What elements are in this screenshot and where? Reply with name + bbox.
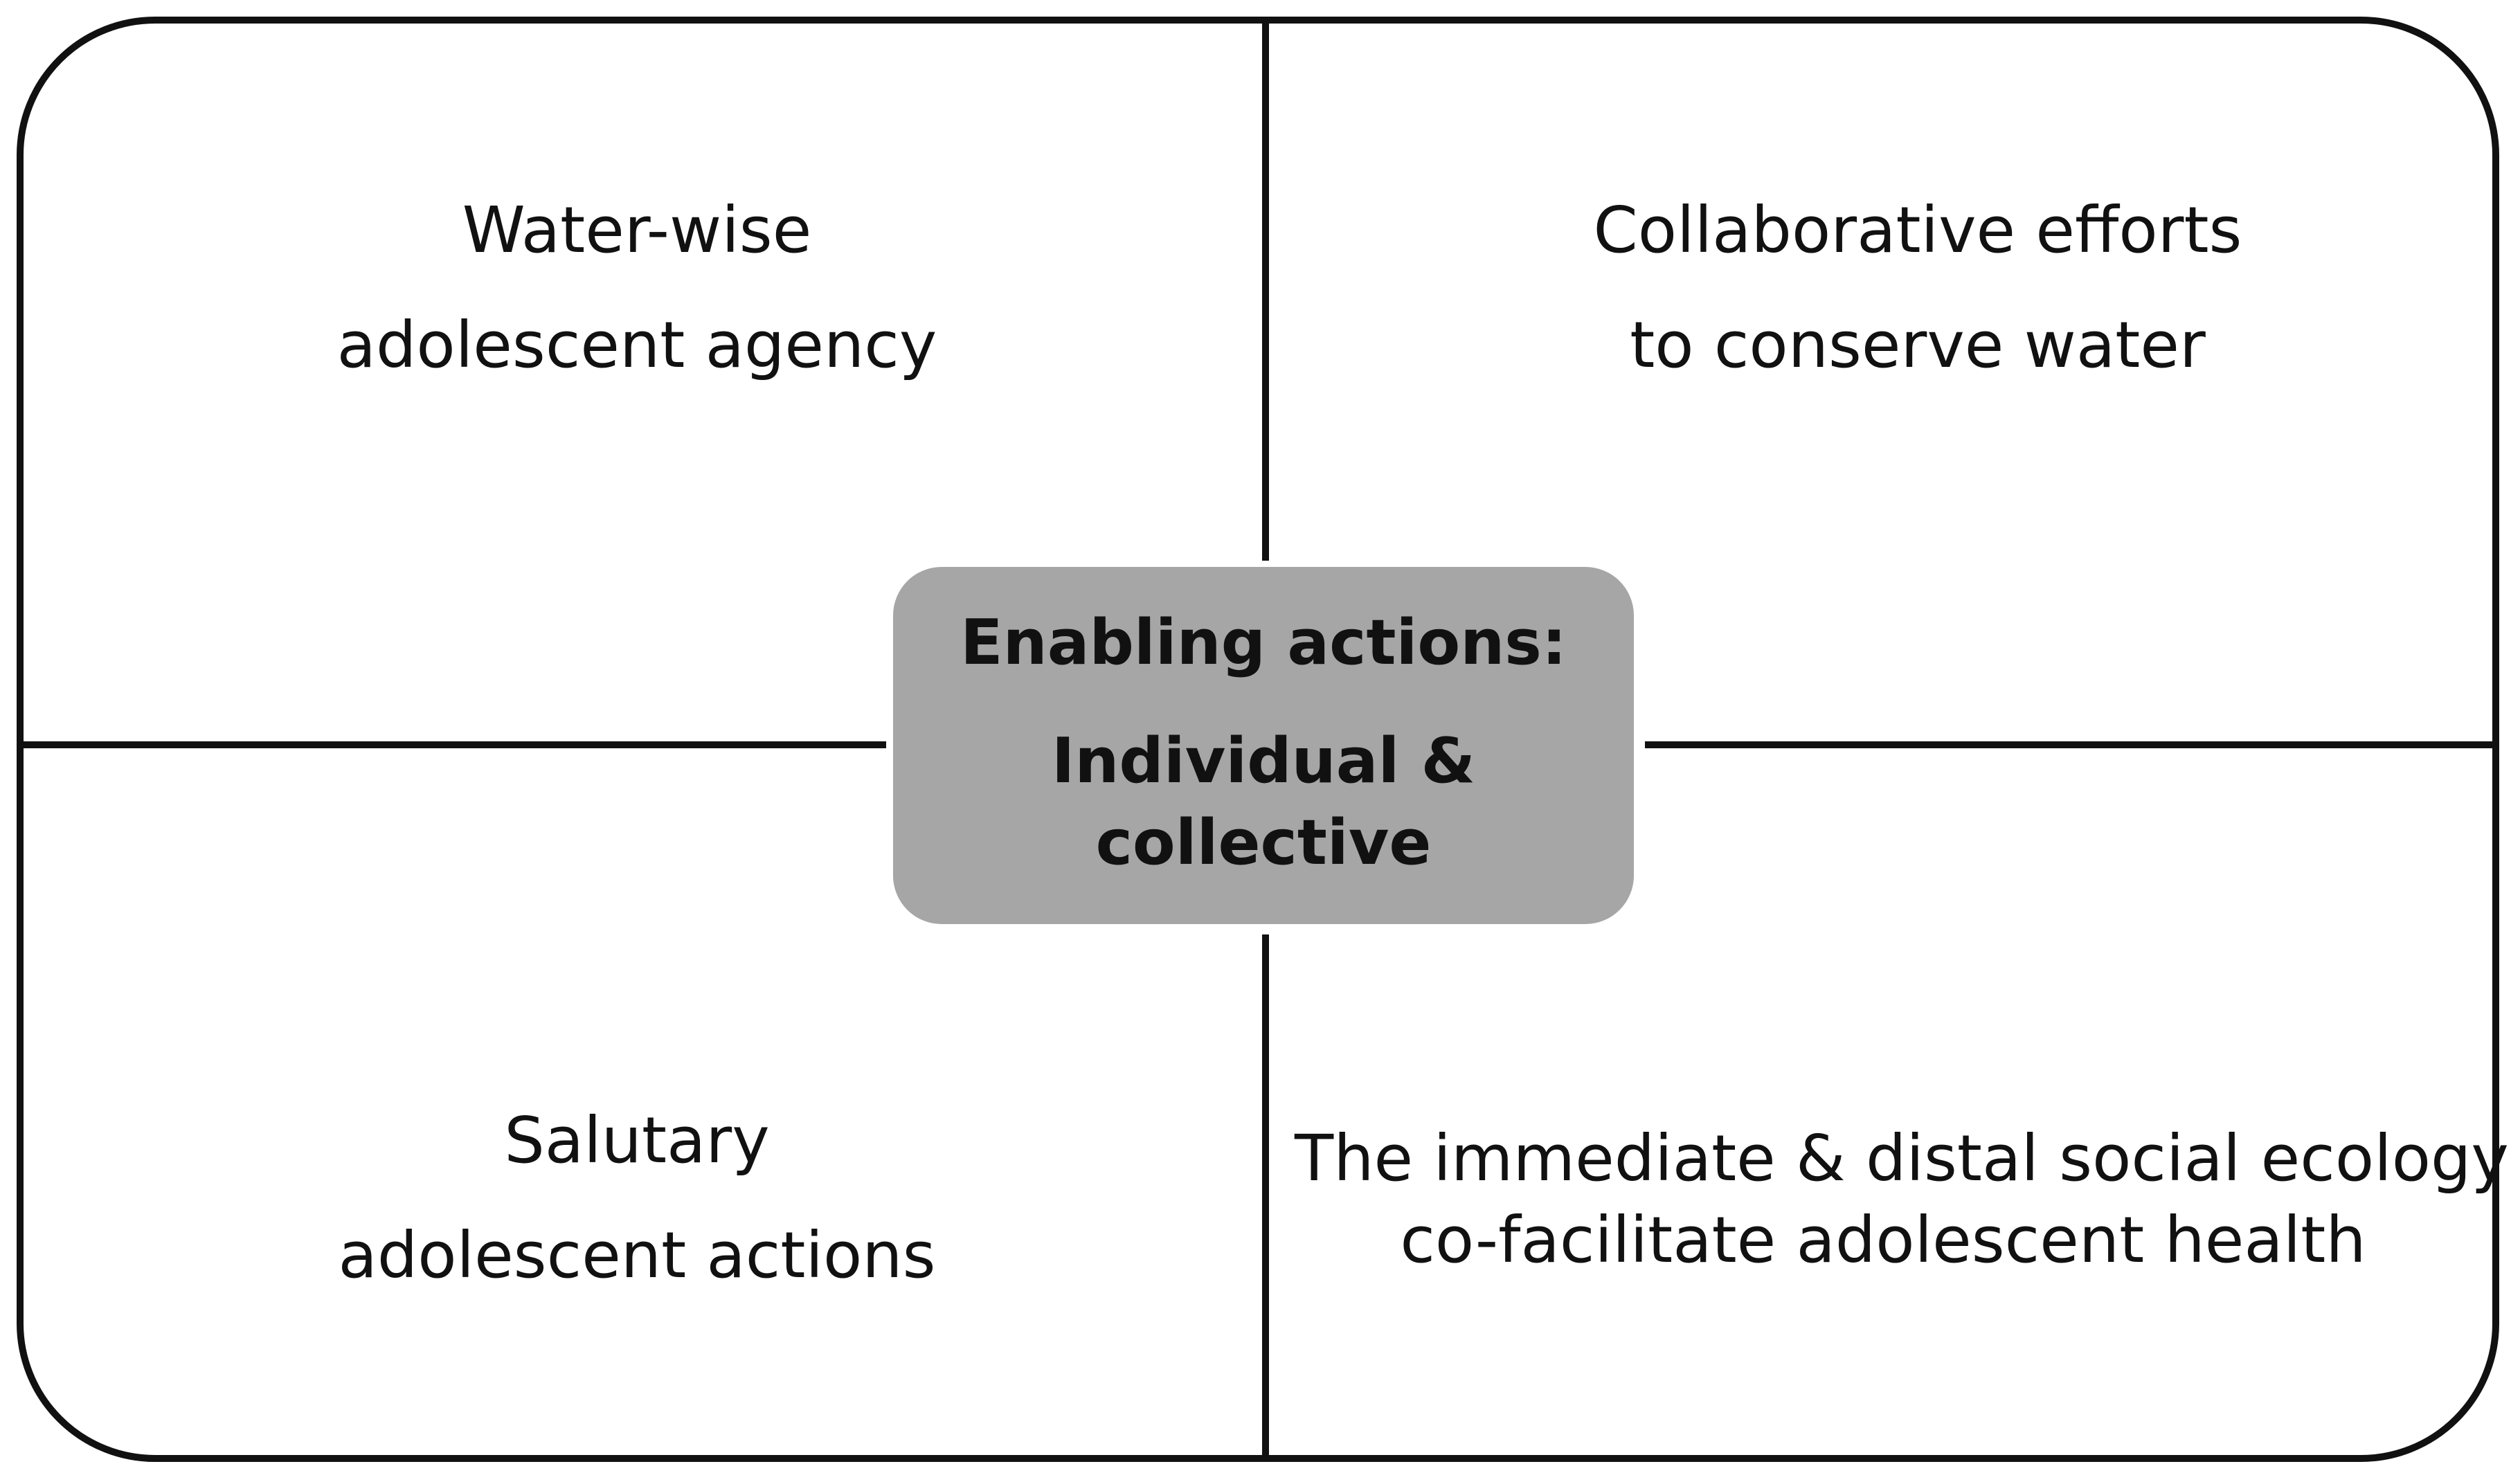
divider-vertical-top: [1262, 21, 1269, 561]
quadrant-bottom-left: Salutary adolescent actions: [291, 1083, 983, 1313]
center-body: Individual & collective: [893, 721, 1634, 884]
quadrant-bottom-right-line-1: The immediate & distal social ecology: [1295, 1121, 2509, 1195]
quadrant-top-left-line-2: adolescent agency: [336, 308, 937, 382]
divider-horizontal-left: [17, 741, 886, 748]
quadrant-bottom-left-line-1: Salutary: [504, 1103, 770, 1177]
divider-horizontal-right: [1645, 741, 2499, 748]
quadrant-bottom-right: The immediate & distal social ecology co…: [1295, 1118, 2509, 1281]
center-heading: Enabling actions:: [960, 606, 1567, 679]
quadrant-top-right-line-1: Collaborative efforts: [1593, 193, 2242, 267]
center-box: Enabling actions: Individual & collectiv…: [893, 567, 1634, 924]
center-line-1: Individual &: [1051, 725, 1476, 797]
quadrant-top-right-line-2: to conserve water: [1630, 308, 2206, 382]
quadrant-top-left: Water-wise adolescent agency: [291, 173, 983, 403]
quadrant-bottom-left-line-2: adolescent actions: [338, 1218, 936, 1292]
divider-vertical-bottom: [1262, 934, 1269, 1461]
quadrant-top-left-line-1: Water-wise: [462, 193, 812, 267]
quadrant-top-right: Collaborative efforts to conserve water: [1537, 173, 2298, 403]
center-line-2: collective: [1095, 806, 1432, 879]
quadrant-bottom-right-line-2: co-facilitate adolescent health: [1400, 1203, 2366, 1277]
